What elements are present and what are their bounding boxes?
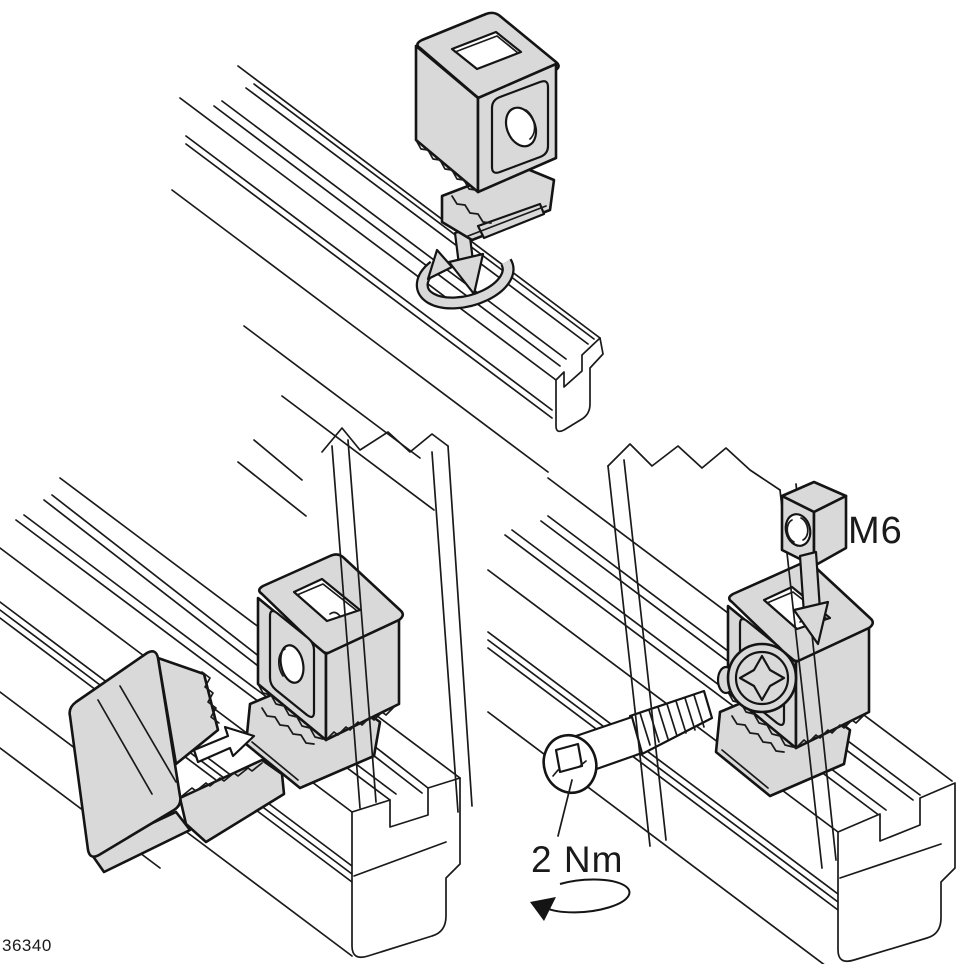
- block-right-face: [324, 618, 401, 742]
- rail-end-face: [555, 337, 604, 433]
- rail-end-face: [837, 782, 956, 963]
- profile-rail: [171, 65, 604, 511]
- torque-leader-line: [557, 779, 573, 837]
- block-serrations: [415, 139, 477, 191]
- clamp-bracket: [68, 650, 286, 874]
- nut-right-face: [812, 494, 848, 568]
- torque-label: 2 Nm: [531, 839, 624, 880]
- clamped-panel: [237, 427, 473, 813]
- figure-number: 36340: [2, 936, 52, 955]
- step-3-tighten-screw: [487, 443, 956, 964]
- nut-insert-arrow-icon: [792, 550, 830, 646]
- variofix-block: [244, 553, 405, 790]
- insert-rotate-arrow-icon: [415, 227, 515, 310]
- step-1-insert-and-rotate-block: [171, 11, 604, 511]
- torque-rotation-arrow-icon: [530, 878, 631, 921]
- block-bore-hole: [279, 644, 305, 684]
- slide-direction-arrow-icon: [192, 725, 256, 764]
- clamp-disc: [716, 642, 798, 714]
- variofix-block: [414, 11, 560, 242]
- nut-size-label: M6: [848, 510, 903, 552]
- clamp-arm: [178, 758, 286, 844]
- hex-socket: [554, 742, 584, 774]
- clamp-body: [68, 650, 182, 858]
- clamp-star-slot: [738, 654, 786, 702]
- block-serrations: [325, 706, 395, 741]
- block-serrations: [257, 683, 324, 740]
- rail-end-face: [351, 777, 461, 959]
- t-nut-foot: [440, 164, 556, 242]
- step-2-slide-clamp: [0, 427, 473, 959]
- nut-threaded-hole: [784, 513, 812, 547]
- hex-nut-m6: [780, 480, 848, 568]
- socket-head-screw: [542, 689, 714, 795]
